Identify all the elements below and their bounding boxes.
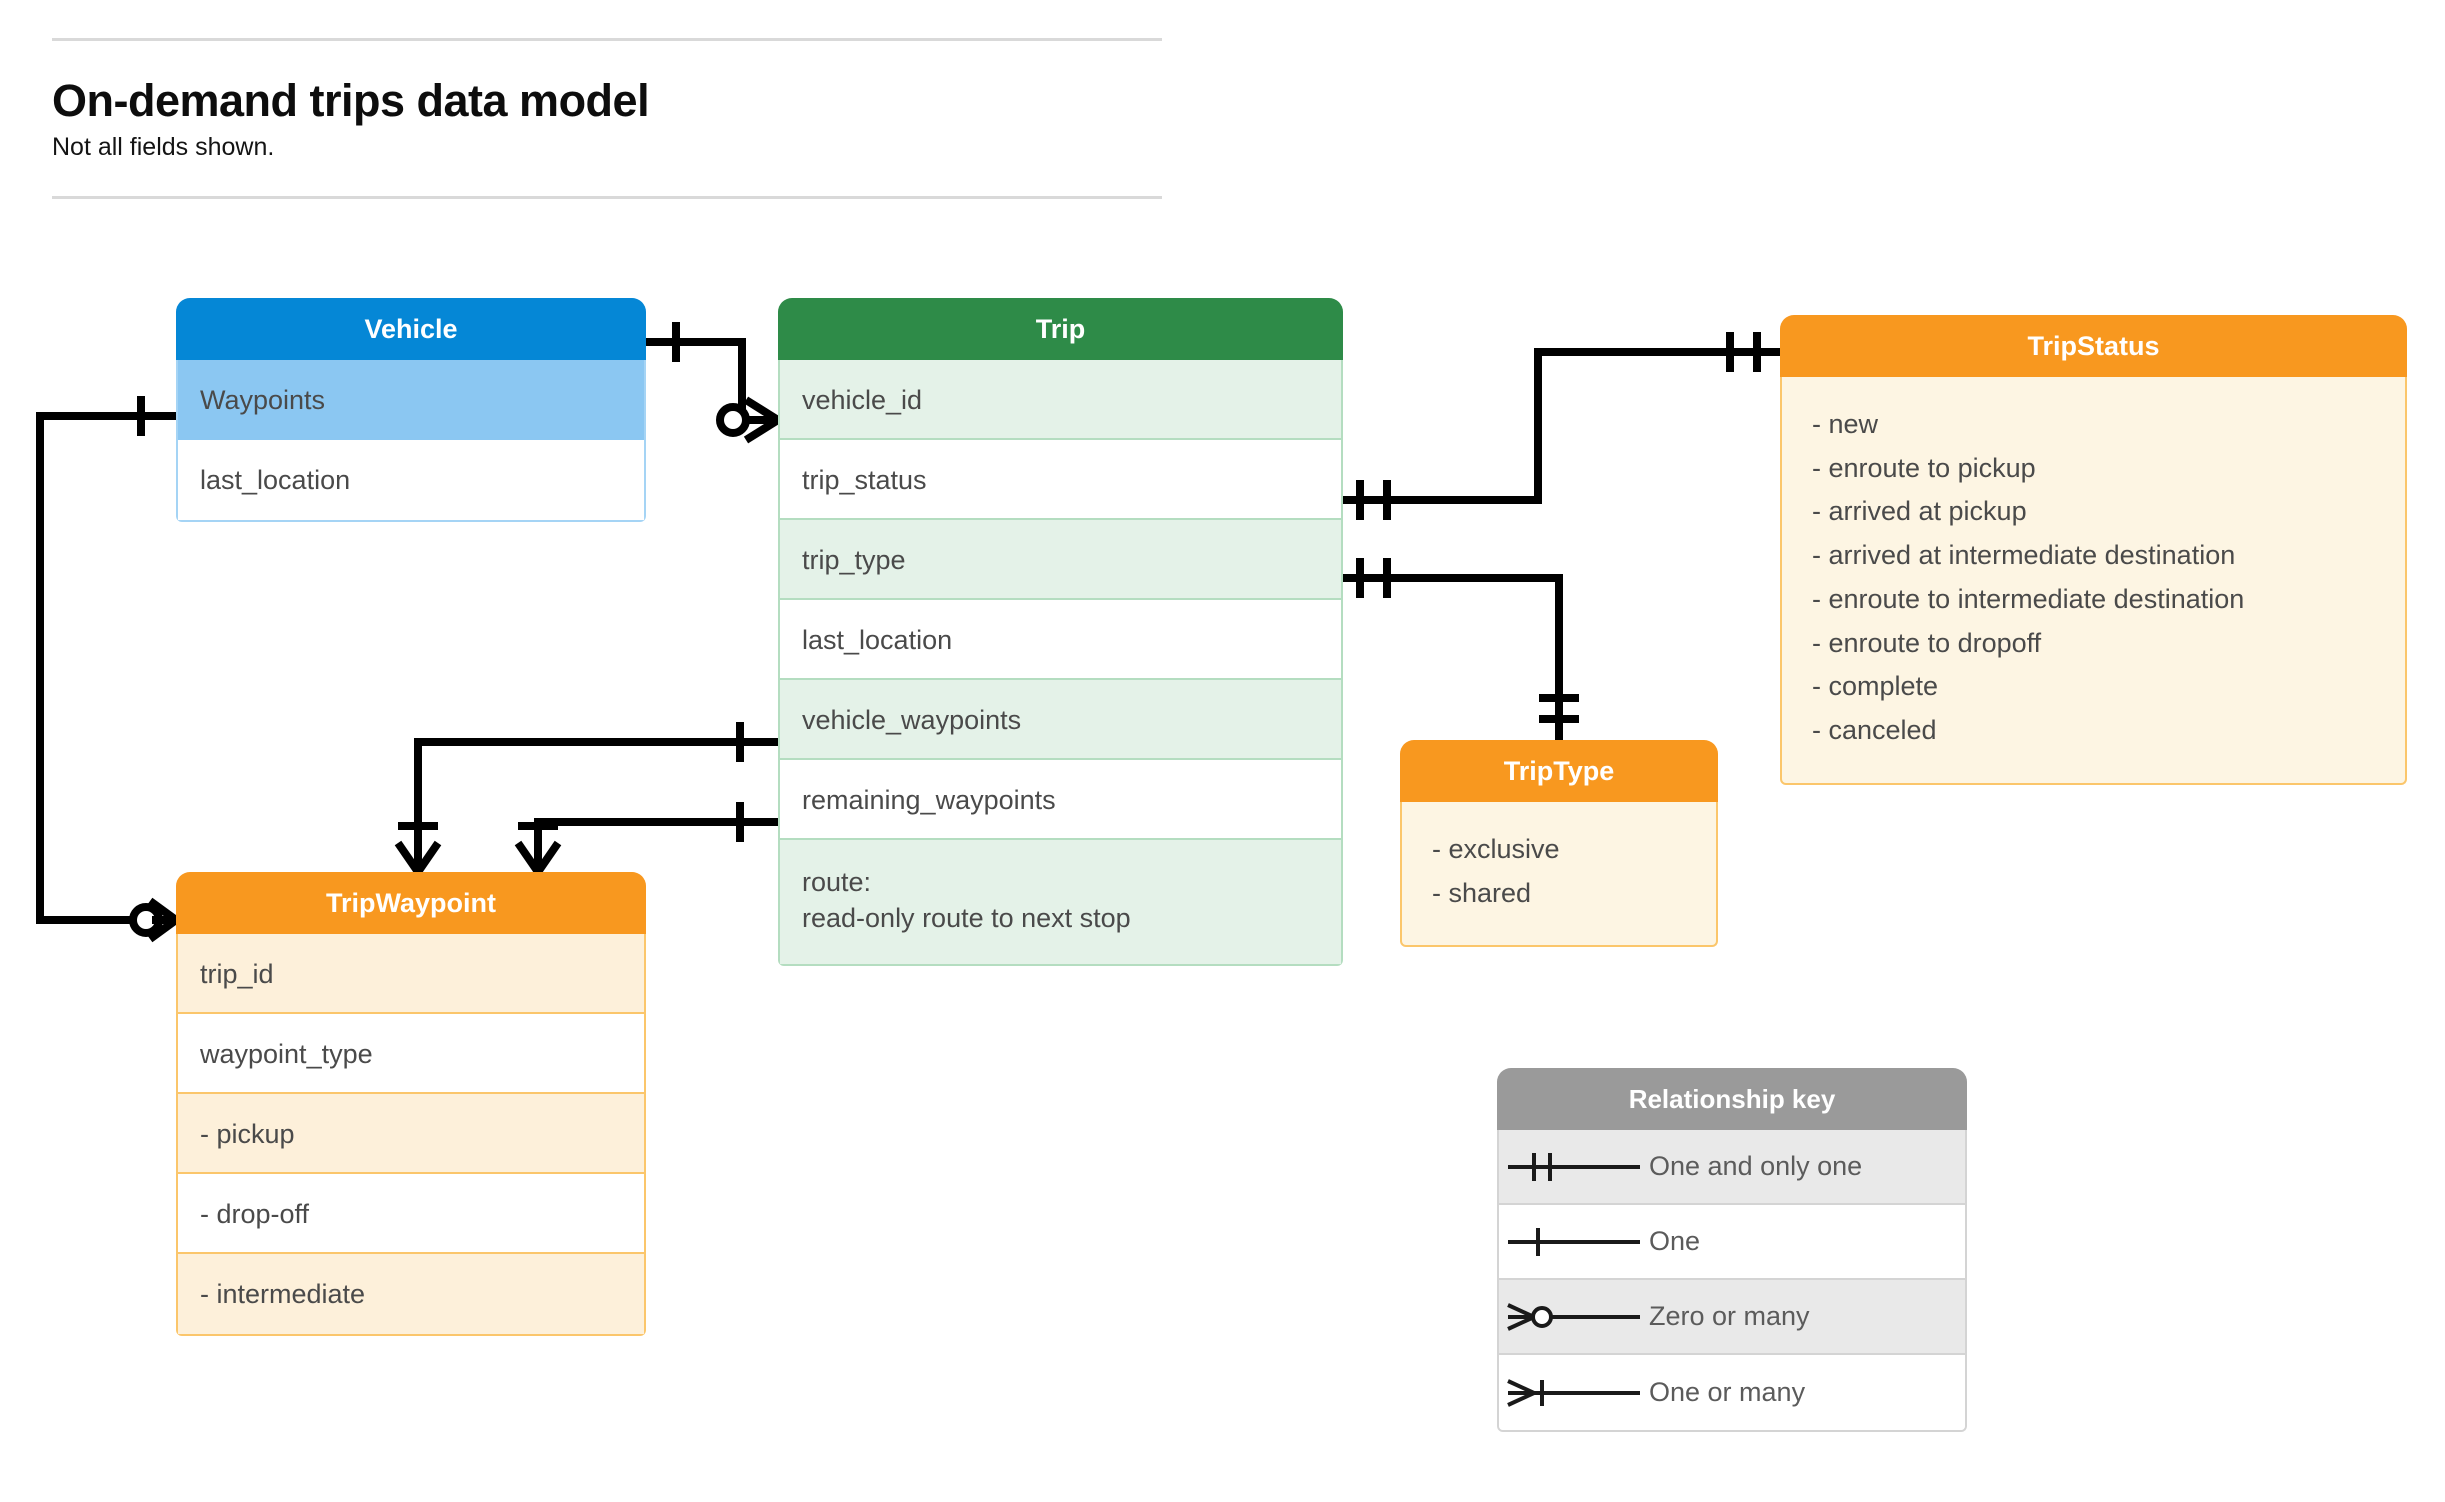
entity-tripstatus[interactable]: TripStatus - new - enroute to pickup - a… xyxy=(1780,315,2407,785)
zero-or-many-icon xyxy=(1499,1297,1649,1337)
page-header: On-demand trips data model Not all field… xyxy=(52,38,1162,199)
relkey-label-zero-or-many: Zero or many xyxy=(1649,1301,1810,1331)
header-rule-top xyxy=(52,38,1162,41)
tripstatus-value-enroute-to-dropoff: - enroute to dropoff xyxy=(1812,627,2042,658)
connector-trip-status xyxy=(1343,348,1780,504)
entity-trip[interactable]: Trip vehicle_id trip_status trip_type la… xyxy=(778,298,1343,966)
entity-tripwaypoint-title: TripWaypoint xyxy=(176,872,646,934)
entity-triptype[interactable]: TripType - exclusive - shared xyxy=(1400,740,1718,948)
field-trip-trip-type[interactable]: trip_type xyxy=(780,520,1341,600)
tripstatus-value-new: - new xyxy=(1812,409,1879,439)
field-tripwaypoint-dropoff[interactable]: - drop-off xyxy=(178,1174,644,1254)
entity-triptype-title: TripType xyxy=(1400,740,1718,802)
relkey-row-one: One xyxy=(1499,1205,1965,1280)
connector-vehicle-waypoints-tripwaypoint xyxy=(36,412,176,924)
header-rule-bottom xyxy=(52,195,1162,199)
entity-trip-fields: vehicle_id trip_status trip_type last_lo… xyxy=(778,360,1343,966)
field-tripwaypoint-pickup[interactable]: - pickup xyxy=(178,1094,644,1174)
field-vehicle-waypoints[interactable]: Waypoints xyxy=(178,360,644,440)
field-vehicle-last-location[interactable]: last_location xyxy=(178,440,644,520)
relkey-label-one-or-many: One or many xyxy=(1649,1377,1806,1407)
relationship-key-rows: One and only one One xyxy=(1497,1130,1967,1432)
connector-remaining-waypoints xyxy=(534,818,778,872)
one-or-many-icon xyxy=(1499,1373,1649,1413)
field-tripwaypoint-waypoint-type[interactable]: waypoint_type xyxy=(178,1014,644,1094)
entity-tripstatus-values: - new - enroute to pickup - arrived at p… xyxy=(1780,377,2407,785)
tripstatus-value-enroute-to-pickup: - enroute to pickup xyxy=(1812,452,2036,483)
tripstatus-value-arrived-at-pickup: - arrived at pickup xyxy=(1812,496,2027,527)
connector-trip-type xyxy=(1343,574,1563,740)
tripstatus-value-arrived-at-intermediate: - arrived at intermediate destination xyxy=(1812,540,2236,571)
connector-vehicle-trip xyxy=(646,338,778,424)
page-subtitle: Not all fields shown. xyxy=(52,133,275,162)
field-tripwaypoint-trip-id[interactable]: trip_id xyxy=(178,934,644,1014)
entity-tripstatus-title: TripStatus xyxy=(1780,315,2407,377)
field-trip-route[interactable]: route: read-only route to next stop xyxy=(780,840,1341,964)
field-trip-last-location[interactable]: last_location xyxy=(780,600,1341,680)
entity-tripwaypoint[interactable]: TripWaypoint trip_id waypoint_type - pic… xyxy=(176,872,646,1336)
field-trip-trip-status[interactable]: trip_status xyxy=(780,440,1341,520)
relationship-key-panel: Relationship key One and only one xyxy=(1497,1068,1967,1432)
entity-vehicle[interactable]: Vehicle Waypoints last_location xyxy=(176,298,646,522)
relkey-label-one-and-only-one: One and only one xyxy=(1649,1151,1863,1181)
entity-vehicle-title: Vehicle xyxy=(176,298,646,360)
triptype-value-exclusive: - exclusive xyxy=(1432,834,1560,864)
entity-trip-title: Trip xyxy=(778,298,1343,360)
entity-triptype-values: - exclusive - shared xyxy=(1400,802,1718,948)
page-title: On-demand trips data model xyxy=(52,75,650,126)
field-trip-route-description: read-only route to next stop xyxy=(802,903,1131,934)
tripstatus-value-canceled: - canceled xyxy=(1812,715,1937,746)
relkey-row-one-or-many: One or many xyxy=(1499,1355,1965,1430)
field-trip-vehicle-waypoints[interactable]: vehicle_waypoints xyxy=(780,680,1341,760)
one-and-only-one-icon xyxy=(1499,1147,1649,1187)
triptype-value-shared: - shared xyxy=(1432,877,1532,908)
field-trip-route-label: route: xyxy=(802,867,872,897)
tripstatus-value-enroute-to-intermediate: - enroute to intermediate destination xyxy=(1812,583,2245,614)
field-trip-vehicle-id[interactable]: vehicle_id xyxy=(780,360,1341,440)
relationship-key-title: Relationship key xyxy=(1497,1068,1967,1130)
one-icon xyxy=(1499,1222,1649,1262)
field-trip-remaining-waypoints[interactable]: remaining_waypoints xyxy=(780,760,1341,840)
entity-tripwaypoint-fields: trip_id waypoint_type - pickup - drop-of… xyxy=(176,934,646,1336)
relkey-row-zero-or-many: Zero or many xyxy=(1499,1280,1965,1355)
field-tripwaypoint-intermediate[interactable]: - intermediate xyxy=(178,1254,644,1334)
relkey-label-one: One xyxy=(1649,1226,1701,1256)
entity-vehicle-fields: Waypoints last_location xyxy=(176,360,646,522)
tripstatus-value-complete: - complete xyxy=(1812,671,1939,702)
connector-vehicle-waypoints xyxy=(414,738,778,872)
relkey-row-one-and-only-one: One and only one xyxy=(1499,1130,1965,1205)
